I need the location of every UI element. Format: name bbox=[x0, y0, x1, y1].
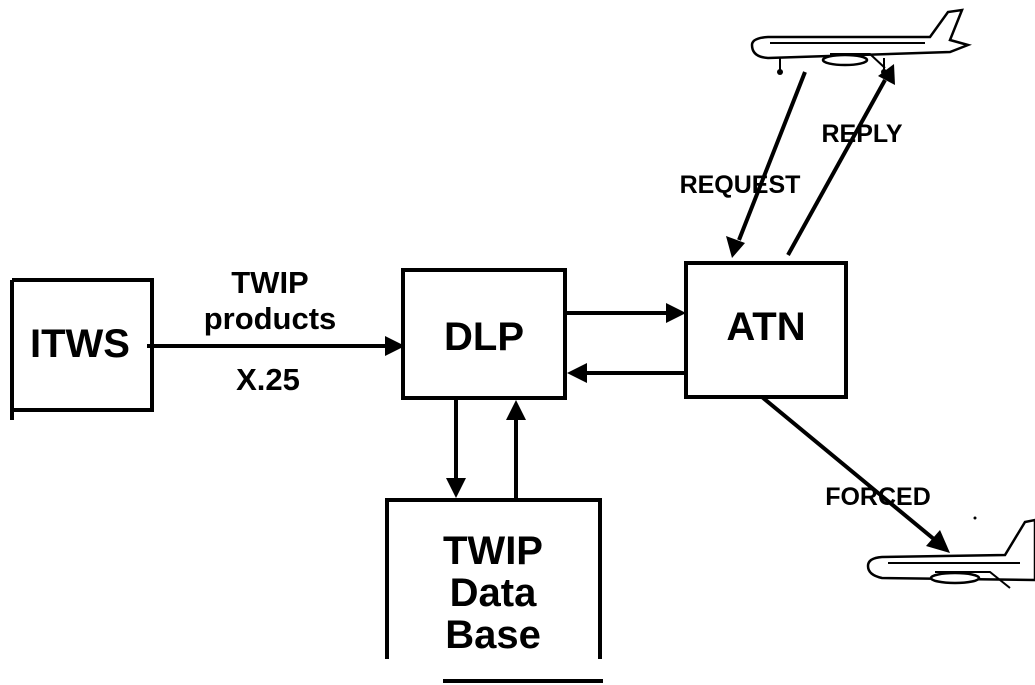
twip-database-box: TWIP Data Base bbox=[385, 498, 603, 683]
database-label-line2: Data bbox=[450, 571, 537, 615]
dlp-box: DLP bbox=[401, 268, 567, 400]
database-to-dlp-arrow bbox=[506, 400, 526, 500]
dlp-to-atn-arrow bbox=[565, 303, 686, 323]
twip-products-label-line2: products bbox=[204, 301, 337, 336]
itws-label: ITWS bbox=[30, 322, 130, 366]
reply-arrow bbox=[786, 64, 895, 256]
x25-label: X.25 bbox=[236, 362, 300, 397]
twip-products-label-line1: TWIP bbox=[231, 265, 309, 300]
forced-label: FORCED bbox=[825, 483, 931, 511]
atn-to-dlp-arrow bbox=[567, 363, 686, 383]
database-label-line1: TWIP bbox=[443, 529, 543, 573]
request-arrow bbox=[726, 71, 807, 258]
database-label-line3: Base bbox=[445, 613, 541, 657]
dlp-label: DLP bbox=[444, 315, 524, 359]
airplane-bottom-icon bbox=[866, 518, 1035, 589]
atn-label: ATN bbox=[726, 305, 805, 349]
reply-label: REPLY bbox=[821, 120, 902, 148]
dlp-to-database-arrow bbox=[446, 398, 466, 498]
atn-box: ATN bbox=[684, 261, 848, 399]
itws-box: ITWS bbox=[10, 278, 154, 420]
itws-to-dlp-arrow bbox=[147, 336, 405, 356]
airplane-top-icon bbox=[750, 8, 972, 75]
request-label: REQUEST bbox=[680, 171, 801, 199]
stray-dot bbox=[973, 516, 977, 520]
forced-arrow bbox=[760, 395, 950, 553]
